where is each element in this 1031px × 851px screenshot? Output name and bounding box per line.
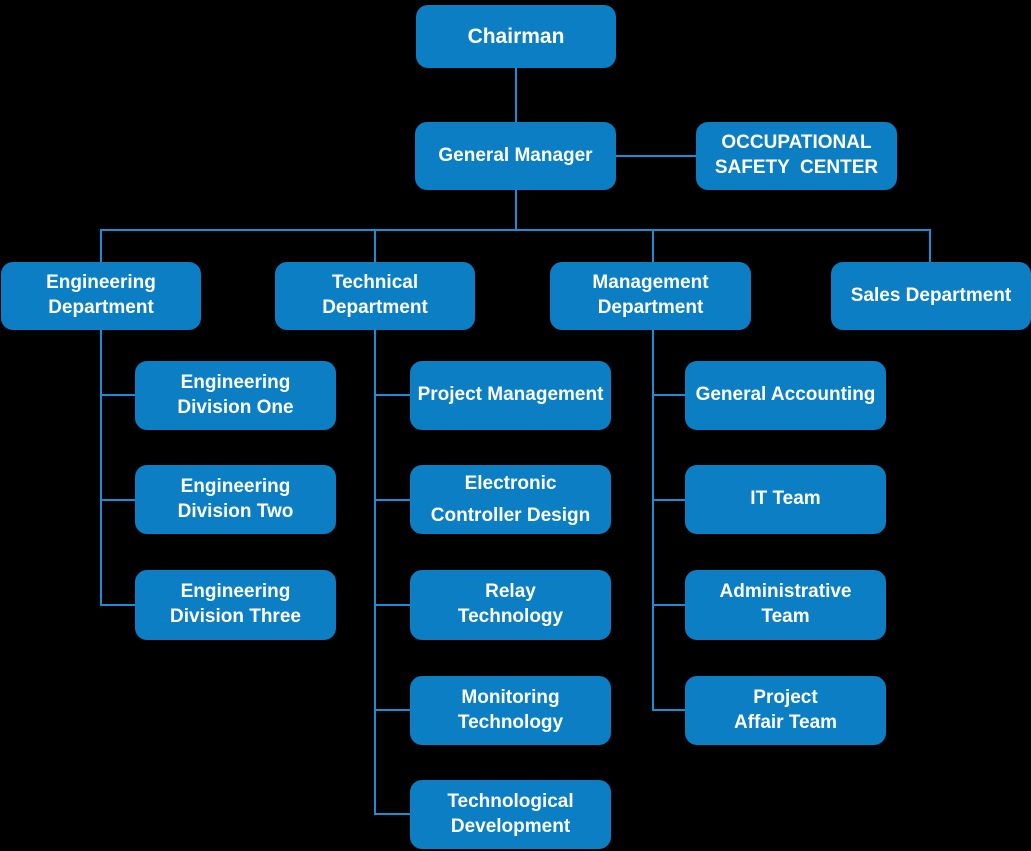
connector-it-team — [652, 499, 685, 501]
node-technological-development: Technological Development — [410, 780, 611, 849]
connector-chairman-gm — [515, 68, 517, 122]
node-chairman: Chairman — [416, 5, 616, 68]
connector-engineering-division-two — [100, 499, 135, 501]
node-administrative-team: Administrative Team — [685, 570, 886, 640]
connector-relay-technology — [374, 604, 410, 606]
node-general-manager: General Manager — [415, 122, 616, 190]
node-technical-department: Technical Department — [275, 262, 475, 330]
node-electronic-controller-design: Electronic Controller Design — [410, 465, 611, 534]
node-occupational-safety-center: OCCUPATIONAL SAFETY CENTER — [696, 122, 897, 190]
connector-gm-bus — [515, 190, 517, 230]
connector-general-accounting — [652, 394, 685, 396]
connector-bus-engineering — [100, 229, 102, 262]
node-relay-technology: Relay Technology — [410, 570, 611, 640]
node-engineering-department: Engineering Department — [1, 262, 201, 330]
connector-administrative-team — [652, 604, 685, 606]
node-engineering-division-three: Engineering Division Three — [135, 570, 336, 640]
node-management-department: Management Department — [550, 262, 751, 330]
connector-bus-sales — [929, 229, 931, 262]
connector-bus-technical — [374, 229, 376, 262]
connector-electronic-controller-design — [374, 499, 410, 501]
node-project-management: Project Management — [410, 361, 611, 430]
connector-technological-development — [374, 813, 410, 815]
connector-engineering-division-one — [100, 394, 135, 396]
node-general-accounting: General Accounting — [685, 361, 886, 430]
node-engineering-division-two: Engineering Division Two — [135, 465, 336, 534]
node-monitoring-technology: Monitoring Technology — [410, 676, 611, 745]
connector-project-affair-team — [652, 709, 685, 711]
connector-department-bus — [100, 229, 931, 231]
connector-technical-trunk — [374, 330, 376, 815]
connector-bus-management — [652, 229, 654, 262]
connector-gm-safety-center — [616, 155, 696, 157]
node-it-team: IT Team — [685, 465, 886, 534]
connector-management-trunk — [652, 330, 654, 711]
node-sales-department: Sales Department — [831, 262, 1031, 330]
connector-project-management — [374, 394, 410, 396]
node-project-affair-team: Project Affair Team — [685, 676, 886, 745]
connector-monitoring-technology — [374, 709, 410, 711]
connector-engineering-division-three — [100, 604, 135, 606]
node-engineering-division-one: Engineering Division One — [135, 361, 336, 430]
connector-engineering-trunk — [100, 330, 102, 606]
